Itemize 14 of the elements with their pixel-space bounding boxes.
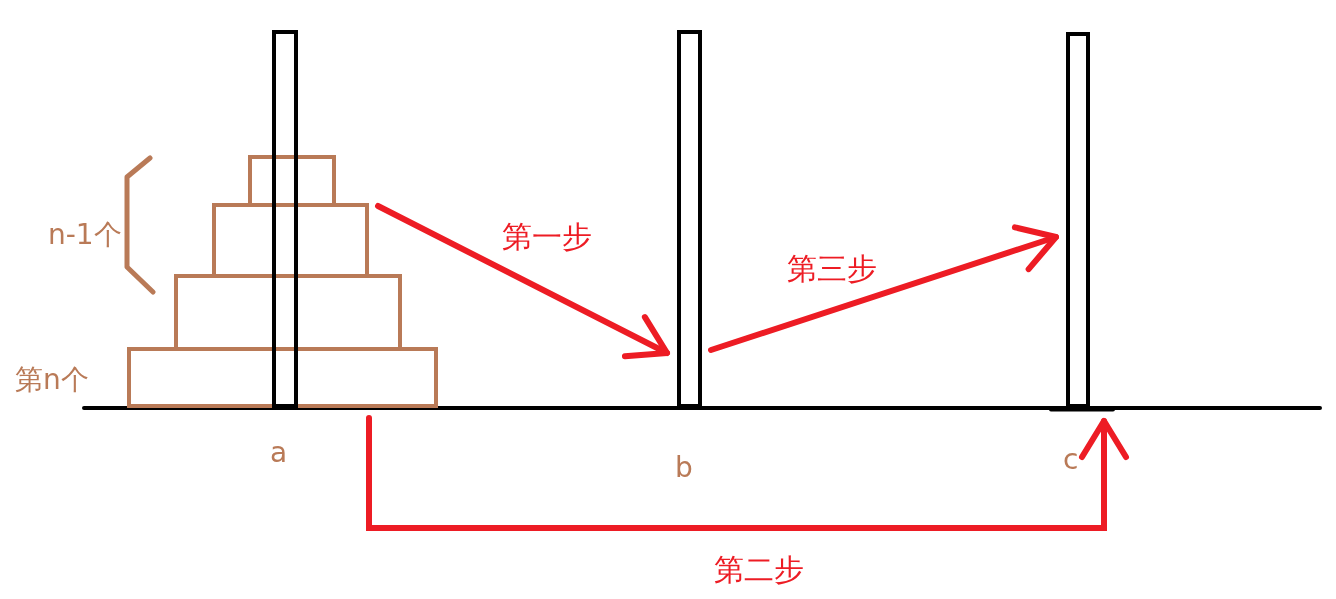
edge-label: 第三步 xyxy=(785,254,879,284)
peg xyxy=(1066,32,1090,408)
peg-label: a xyxy=(270,439,288,467)
count-label: n-1个 xyxy=(48,221,122,249)
arrow xyxy=(375,203,670,360)
edge-label: 第二步 xyxy=(712,555,806,585)
peg xyxy=(677,30,702,408)
edge-label: 第一步 xyxy=(500,222,594,252)
peg xyxy=(272,30,298,408)
arrow xyxy=(708,224,1059,353)
peg-label: c xyxy=(1063,446,1079,474)
disk-label: 第n个 xyxy=(15,366,89,394)
arrow xyxy=(366,415,1129,531)
peg-label: b xyxy=(675,454,693,482)
